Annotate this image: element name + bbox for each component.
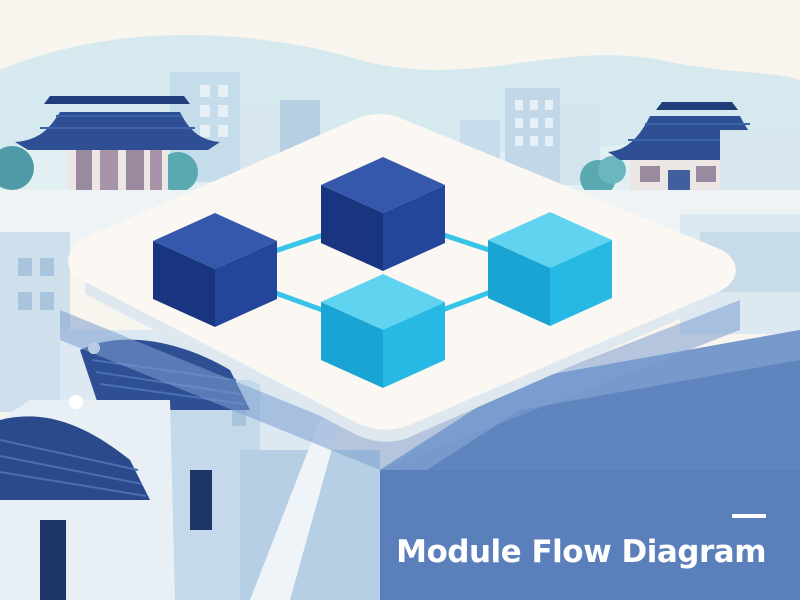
hanok-house-left: [15, 96, 220, 190]
module-right-left-face: [488, 240, 550, 326]
module-top-left-face: [321, 185, 383, 271]
module-right-cube: [488, 212, 612, 326]
module-left-left-face: [153, 241, 215, 327]
platform: [68, 114, 736, 430]
foreground-panel: [380, 330, 800, 600]
module-left-right-face: [215, 241, 277, 327]
module-top-cube: [321, 157, 445, 271]
module-bottom-cube: [321, 274, 445, 388]
module-bottom-right-face: [383, 302, 445, 388]
module-bottom-left-face: [321, 302, 383, 388]
module-right-right-face: [550, 240, 612, 326]
caption: Module Flow Diagram: [396, 514, 766, 570]
module-layer: [153, 157, 612, 388]
module-left-cube: [153, 213, 277, 327]
caption-rule: [732, 514, 766, 518]
diagram-title: Module Flow Diagram: [396, 534, 766, 570]
module-top-right-face: [383, 185, 445, 271]
